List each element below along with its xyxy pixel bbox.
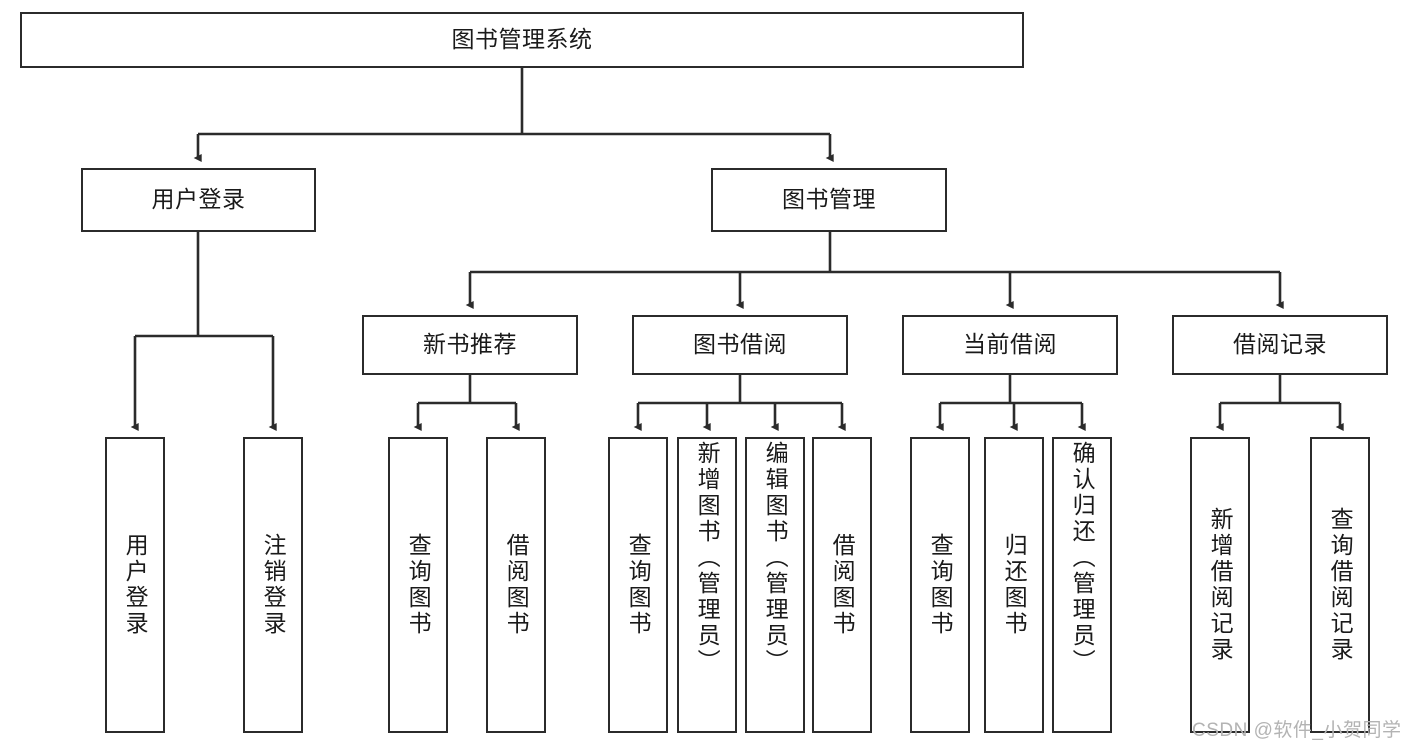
- leaf-borrow-books-newbook[interactable]: 借阅图书: [486, 437, 546, 733]
- edges-userlogin-to-leaves: [130, 232, 277, 431]
- edges-current-to-leaves: [935, 375, 1086, 431]
- node-label: 借阅记录: [1233, 331, 1327, 358]
- leaf-logout[interactable]: 注销登录: [243, 437, 303, 733]
- node-label: 查询借阅记录: [1327, 507, 1354, 663]
- node-label: 编辑图书（管理员）: [762, 441, 789, 675]
- leaf-edit-book-admin[interactable]: 编辑图书（管理员）: [745, 437, 805, 733]
- leaf-query-books-current[interactable]: 查询图书: [910, 437, 970, 733]
- node-label: 新增图书（管理员）: [694, 441, 721, 675]
- node-label: 借阅图书: [503, 533, 530, 637]
- node-borrowing-record[interactable]: 借阅记录: [1172, 315, 1388, 375]
- node-label: 图书管理系统: [451, 26, 593, 53]
- leaf-query-books-newbook[interactable]: 查询图书: [388, 437, 448, 733]
- leaf-query-borrow-record[interactable]: 查询借阅记录: [1310, 437, 1370, 733]
- csdn-watermark: CSDN @软件_小贺同学: [1192, 720, 1402, 741]
- node-book-management[interactable]: 图书管理: [711, 168, 947, 232]
- node-label: 注销登录: [260, 533, 287, 637]
- node-root-book-management-system[interactable]: 图书管理系统: [20, 12, 1024, 68]
- node-label: 新书推荐: [423, 331, 517, 358]
- node-label: 当前借阅: [963, 331, 1057, 358]
- edges-bookmgmt-to-level3: [465, 232, 1284, 309]
- node-label: 图书管理: [782, 186, 876, 213]
- node-new-book-recommendation[interactable]: 新书推荐: [362, 315, 578, 375]
- node-label: 用户登录: [122, 533, 149, 637]
- node-book-borrowing[interactable]: 图书借阅: [632, 315, 848, 375]
- node-label: 查询图书: [927, 533, 954, 637]
- leaf-confirm-return-admin[interactable]: 确认归还（管理员）: [1052, 437, 1112, 733]
- edges-root-to-level2: [193, 68, 834, 162]
- node-label: 归还图书: [1001, 533, 1028, 637]
- node-current-borrowing[interactable]: 当前借阅: [902, 315, 1118, 375]
- node-label: 用户登录: [151, 186, 246, 213]
- edges-borrow-to-leaves: [633, 375, 846, 431]
- node-label: 查询图书: [405, 533, 432, 637]
- node-label: 借阅图书: [829, 533, 856, 637]
- leaf-add-borrow-record[interactable]: 新增借阅记录: [1190, 437, 1250, 733]
- leaf-query-books-borrow[interactable]: 查询图书: [608, 437, 668, 733]
- leaf-return-books[interactable]: 归还图书: [984, 437, 1044, 733]
- leaf-add-book-admin[interactable]: 新增图书（管理员）: [677, 437, 737, 733]
- node-user-login[interactable]: 用户登录: [81, 168, 316, 232]
- leaf-borrow-books[interactable]: 借阅图书: [812, 437, 872, 733]
- edges-newbook-to-leaves: [413, 375, 520, 431]
- edges-record-to-leaves: [1215, 375, 1344, 431]
- node-label: 新增借阅记录: [1207, 507, 1234, 663]
- node-label: 查询图书: [625, 533, 652, 637]
- leaf-user-login[interactable]: 用户登录: [105, 437, 165, 733]
- node-label: 确认归还（管理员）: [1069, 441, 1096, 675]
- node-label: 图书借阅: [693, 331, 787, 358]
